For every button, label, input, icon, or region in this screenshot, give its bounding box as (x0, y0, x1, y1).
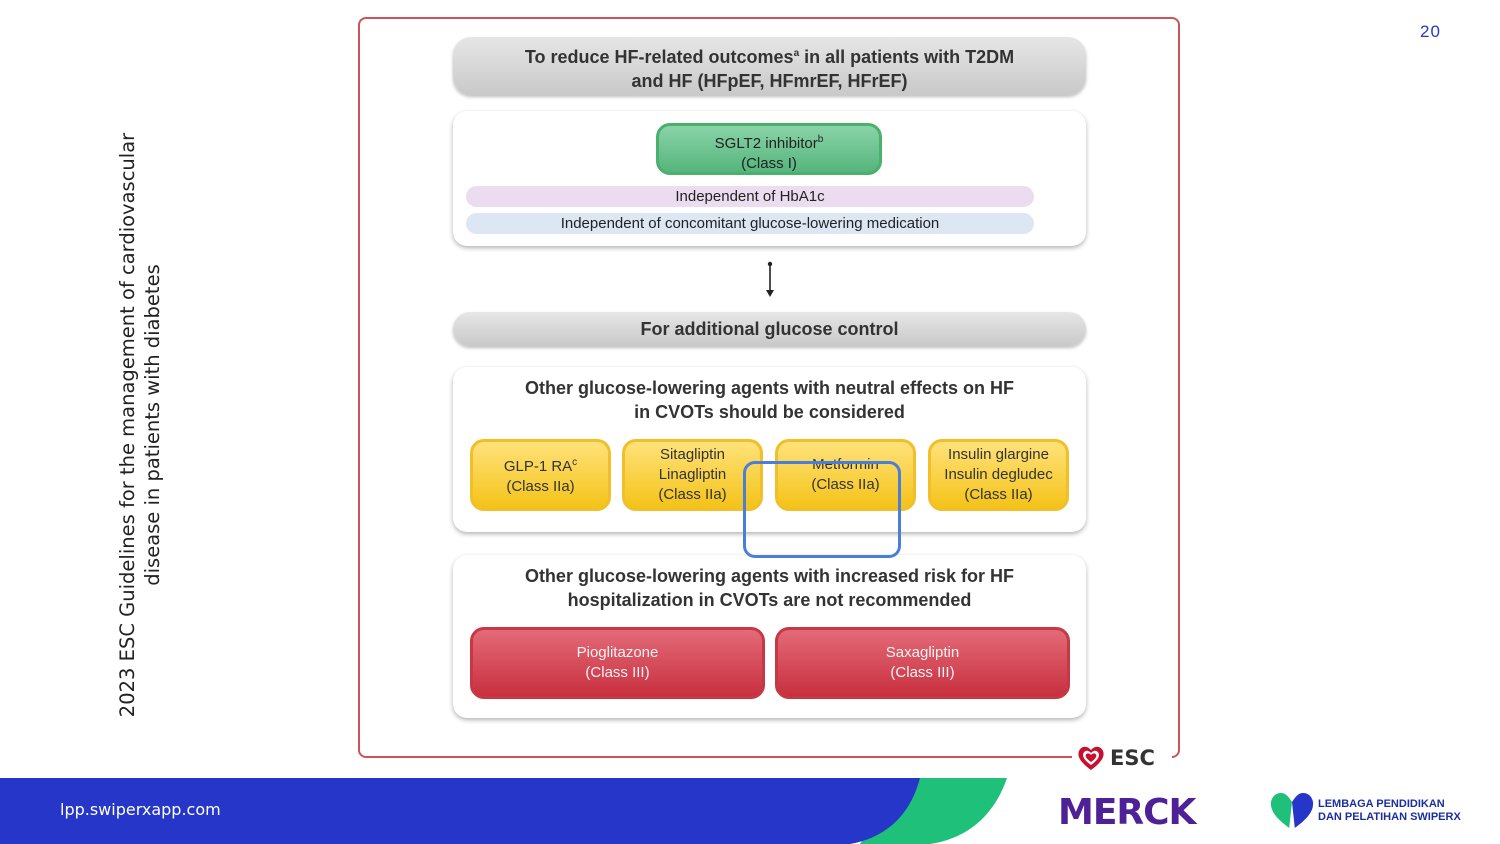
insulin-degludec-label: Insulin degludec (944, 466, 1053, 483)
merck-logo: MERCK (1058, 792, 1199, 830)
top-band-line1-text: To reduce HF-related outcomes (524, 47, 794, 67)
pioglitazone-label: Pioglitazone (576, 644, 659, 661)
sglt2-card: SGLT2 inhibitorb (Class I) Independent o… (453, 111, 1086, 246)
glp1-name: GLP-1 RA (503, 458, 573, 475)
metformin-class: (Class IIa) (811, 476, 880, 493)
metformin-box: Metformin (Class IIa) (775, 439, 916, 511)
footer: lpp.swiperxapp.com MERCK LEMBAGA PENDIDI… (0, 778, 1500, 844)
insulin-glargine-label: Insulin glargine (948, 446, 1049, 463)
top-band: To reduce HF-related outcomesa in all pa… (453, 37, 1086, 95)
increased-risk-card: Other glucose-lowering agents with incre… (453, 555, 1086, 718)
metformin-label: Metformin (812, 456, 879, 473)
mid-band: For additional glucose control (453, 312, 1086, 346)
swiperx-heart-icon (1270, 792, 1314, 830)
glp1-name-line: GLP-1 RAc (504, 453, 577, 477)
sglt2-box: SGLT2 inhibitorb (Class I) (656, 123, 882, 175)
sglt2-name-line: SGLT2 inhibitorb (659, 130, 879, 154)
footer-background (0, 778, 1007, 844)
saxagliptin-box: Saxagliptin (Class III) (775, 627, 1070, 699)
side-title-container: 2023 ESC Guidelines for the management o… (100, 95, 180, 755)
neutral-agents-card: Other glucose-lowering agents with neutr… (453, 367, 1086, 532)
increased-title-line1: Other glucose-lowering agents with incre… (524, 566, 1015, 586)
pioglitazone-box: Pioglitazone (Class III) (470, 627, 765, 699)
insulin-box: Insulin glargine Insulin degludec (Class… (928, 439, 1069, 511)
saxagliptin-label: Saxagliptin (885, 644, 960, 661)
sglt2-sup: b (817, 134, 824, 145)
side-title: 2023 ESC Guidelines for the management o… (116, 132, 164, 718)
medication-pill: Independent of concomitant glucose-lower… (466, 213, 1034, 234)
glp1-class: (Class IIa) (506, 478, 575, 495)
increased-title-line2: hospitalization in CVOTs are not recomme… (567, 590, 972, 610)
sitagliptin-label: Sitagliptin (659, 446, 726, 463)
top-band-line2: and HF (HFpEF, HFmrEF, HFrEF) (631, 71, 908, 91)
diagram-frame (358, 17, 1180, 758)
glp1-sup: c (572, 457, 578, 468)
top-band-line1: To reduce HF-related outcomesa in all pa… (453, 42, 1086, 69)
pioglitazone-class: (Class III) (585, 664, 650, 681)
top-band-sup: a (793, 48, 800, 59)
glp1-box: GLP-1 RAc (Class IIa) (470, 439, 611, 511)
saxagliptin-class: (Class III) (890, 664, 955, 681)
sglt2-name: SGLT2 inhibitor (714, 135, 818, 152)
neutral-title-line2: in CVOTs should be considered (634, 402, 905, 422)
esc-logo: ESC (1072, 742, 1172, 774)
down-arrow-icon (766, 261, 774, 297)
insulin-class: (Class IIa) (964, 486, 1033, 503)
footer-url[interactable]: lpp.swiperxapp.com (60, 800, 221, 819)
lp-text: LEMBAGA PENDIDIKAN DAN PELATIHAN SWIPERX (1318, 798, 1461, 824)
metformin-highlight-rectangle (743, 461, 901, 558)
lp-line2: DAN PELATIHAN SWIPERX (1318, 811, 1461, 823)
esc-heart-icon (1078, 746, 1104, 770)
gliptin-box: Sitagliptin Linagliptin (Class IIa) (622, 439, 763, 511)
hba1c-pill: Independent of HbA1c (466, 186, 1034, 207)
neutral-card-title: Other glucose-lowering agents with neutr… (453, 376, 1086, 424)
increased-card-title: Other glucose-lowering agents with incre… (453, 564, 1086, 612)
neutral-title-line1: Other glucose-lowering agents with neutr… (524, 378, 1015, 398)
sglt2-class: (Class I) (741, 155, 797, 172)
page-number: 20 (1420, 22, 1441, 41)
gliptin-class: (Class IIa) (658, 486, 727, 503)
lp-line1: LEMBAGA PENDIDIKAN (1318, 798, 1445, 810)
esc-logo-text: ESC (1110, 746, 1155, 770)
merck-logo-text: MERCK (1058, 792, 1198, 830)
linagliptin-label: Linagliptin (658, 466, 727, 483)
top-band-line1-rest: in all patients with T2DM (799, 47, 1015, 67)
